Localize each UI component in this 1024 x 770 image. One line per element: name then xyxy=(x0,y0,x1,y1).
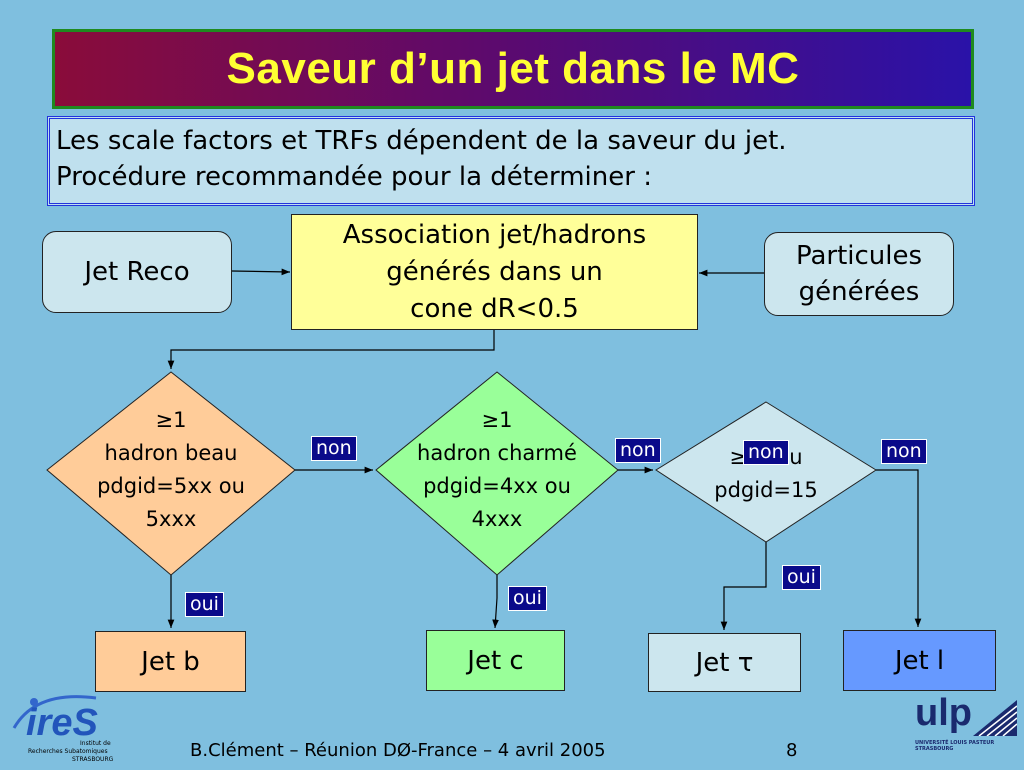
assoc-line-1: Association jet/hadrons xyxy=(342,219,647,250)
ulp-logo: ulp UNIVERSITÉ LOUIS PASTEUR STRASBOURG xyxy=(913,692,1019,760)
slide-title: Saveur d’un jet dans le MC xyxy=(226,44,800,93)
particules-line-2: générées xyxy=(798,277,920,307)
beau-line-1: ≥1 xyxy=(155,408,187,432)
node-jet-reco-label: Jet Reco xyxy=(84,257,190,287)
result-jet-tau: Jet τ xyxy=(648,633,801,692)
arrow-tau-jettau xyxy=(720,542,767,630)
ires-logo: ireS Institut de Recherches Subatomiques… xyxy=(6,688,131,766)
intro-line-1: Les scale factors et TRFs dépendent de l… xyxy=(56,126,787,156)
ires-wordmark: ireS xyxy=(26,702,98,744)
jet-c-label: Jet c xyxy=(467,645,524,676)
jet-b-label: Jet b xyxy=(141,646,200,677)
ires-sub-2: Recherches Subatomiques xyxy=(28,748,108,755)
ires-swoosh-icon xyxy=(12,695,97,729)
beau-line-3: pdgid=5xx ou xyxy=(97,474,245,498)
result-jet-l: Jet l xyxy=(843,630,996,691)
intro-box: Les scale factors et TRFs dépendent de l… xyxy=(47,116,975,206)
charme-line-4: 4xxx xyxy=(471,507,523,531)
arrow-tau-jetl xyxy=(876,469,922,627)
title-banner: Saveur d’un jet dans le MC xyxy=(52,29,974,109)
label-oui-beau: oui xyxy=(185,592,224,617)
assoc-line-3: cone dR<0.5 xyxy=(410,293,579,324)
charme-line-2: hadron charmé xyxy=(417,441,577,465)
arrow-charme-jetc xyxy=(492,575,499,629)
assoc-line-2: générés dans un xyxy=(386,256,603,287)
result-jet-c: Jet c xyxy=(426,630,565,691)
decision-charme-text: ≥1 hadron charmé pdgid=4xx ou 4xxx xyxy=(392,404,602,536)
beau-line-4: 5xxx xyxy=(145,507,197,531)
page-number: 8 xyxy=(786,740,798,761)
ires-sub-3: STRASBOURG xyxy=(72,756,114,763)
node-particules: Particules générées xyxy=(764,232,954,316)
charme-line-1: ≥1 xyxy=(481,408,513,432)
intro-line-2: Procédure recommandée pour la déterminer… xyxy=(56,162,652,192)
tau-line-2: pdgid=15 xyxy=(714,478,818,502)
particules-line-1: Particules xyxy=(795,241,923,271)
jet-l-label: Jet l xyxy=(894,645,945,676)
ulp-stripes-icon xyxy=(973,700,1017,736)
beau-line-2: hadron beau xyxy=(104,441,238,465)
node-jet-reco: Jet Reco xyxy=(42,231,232,313)
label-non-charme: non xyxy=(615,438,661,463)
ulp-wordmark: ulp xyxy=(915,692,972,734)
ulp-sub: UNIVERSITÉ LOUIS PASTEUR STRASBOURG xyxy=(915,740,995,752)
jet-tau-label: Jet τ xyxy=(695,647,754,678)
decision-beau-text: ≥1 hadron beau pdgid=5xx ou 5xxx xyxy=(71,404,271,536)
result-jet-b: Jet b xyxy=(95,631,246,692)
charme-line-3: pdgid=4xx ou xyxy=(423,474,571,498)
arrow-jetreco-assoc xyxy=(231,268,291,276)
label-oui-charme: oui xyxy=(508,586,547,611)
arrow-assoc-beau xyxy=(167,330,495,369)
label-non-beau: non xyxy=(311,436,357,461)
node-association: Association jet/hadrons générés dans un … xyxy=(291,214,698,330)
ires-sub-1: Institut de xyxy=(80,740,111,747)
decision-tau-text: ≥1 Tau pdgid=15 xyxy=(686,441,846,507)
label-non-tau: non xyxy=(881,439,927,464)
label-non-tau-overlap: non xyxy=(743,440,789,465)
footer-text: B.Clément – Réunion DØ-France – 4 avril … xyxy=(190,740,606,761)
label-oui-tau: oui xyxy=(782,565,821,590)
